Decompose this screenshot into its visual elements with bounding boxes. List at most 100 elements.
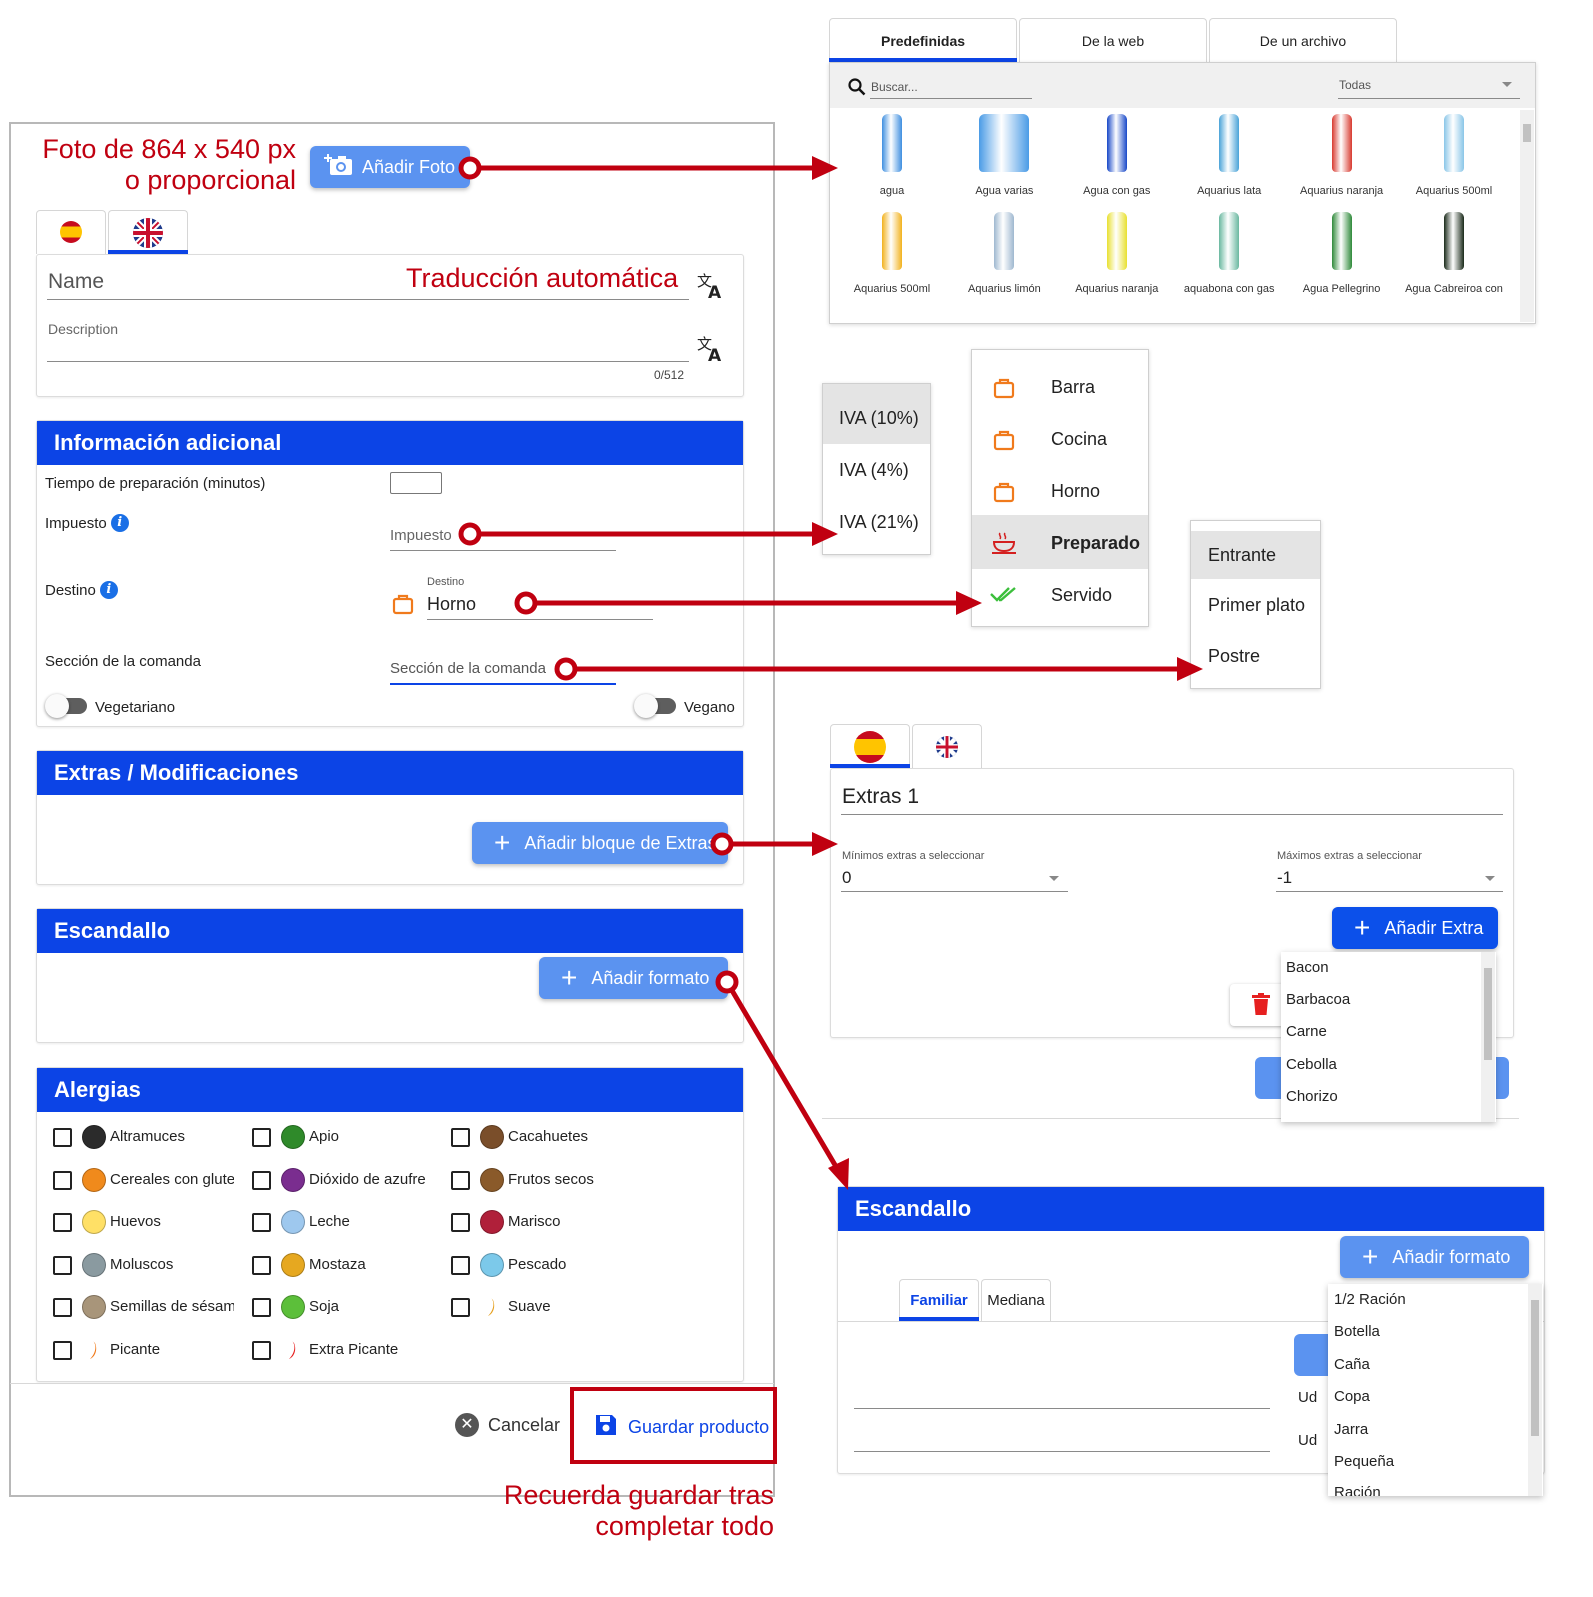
product-image[interactable] <box>1444 212 1464 270</box>
allergen-label: Soja <box>309 1298 340 1316</box>
add-photo-button[interactable]: Añadir Foto <box>310 146 470 188</box>
destination-menu: Barra Cocina Horno Preparado Servido <box>971 349 1149 627</box>
product-image[interactable] <box>1219 212 1240 270</box>
extra-option[interactable]: Cebolla <box>1286 1056 1337 1073</box>
picker-scrollbar[interactable] <box>1520 110 1534 322</box>
allergen-checkbox[interactable] <box>252 1341 271 1360</box>
ingredient-input-2[interactable] <box>854 1451 1270 1452</box>
allergen-checkbox[interactable] <box>252 1255 271 1275</box>
tax-option[interactable]: IVA (21%) <box>839 512 919 532</box>
format-option[interactable]: Ración <box>1334 1484 1381 1496</box>
format-option[interactable]: Copa <box>1334 1388 1370 1405</box>
cancel-button[interactable]: ✕ Cancelar <box>455 1413 560 1437</box>
allergen-checkbox[interactable] <box>451 1255 470 1275</box>
extra-option[interactable]: Bacon <box>1286 959 1329 976</box>
tax-option[interactable]: IVA (10%) <box>839 408 919 428</box>
max-extras-select[interactable]: -1 <box>1277 868 1293 887</box>
allergen-checkbox[interactable] <box>53 1128 72 1147</box>
add-extra-button[interactable]: +Añadir Extra <box>1332 907 1498 949</box>
product-image[interactable] <box>1331 114 1352 172</box>
spain-flag-icon <box>60 221 82 243</box>
product-image[interactable] <box>994 212 1015 270</box>
order-section-select[interactable]: Sección de la comanda <box>390 660 546 677</box>
product-image[interactable] <box>1106 114 1127 172</box>
add-format-button[interactable]: +Añadir formato <box>1340 1236 1529 1278</box>
section-option[interactable]: Entrante <box>1208 545 1277 565</box>
picker-filter-select[interactable]: Todas <box>1339 78 1372 92</box>
destination-option[interactable]: Barra <box>1051 377 1096 397</box>
tab-de-la-web[interactable]: De la web <box>1019 18 1207 62</box>
product-image[interactable] <box>1219 114 1240 172</box>
info-icon[interactable]: i <box>110 514 129 532</box>
destination-option[interactable]: Preparado <box>1051 533 1141 553</box>
allergen-checkbox[interactable] <box>252 1213 271 1233</box>
spain-flag-icon <box>854 731 886 763</box>
product-image[interactable] <box>1444 114 1464 172</box>
tax-menu: IVA (10%) IVA (4%) IVA (21%) <box>822 383 931 555</box>
tab-format-mediana[interactable]: Mediana <box>981 1279 1051 1321</box>
info-icon[interactable]: i <box>99 581 118 599</box>
description-input[interactable]: Description <box>48 321 119 337</box>
allergen-checkbox[interactable] <box>451 1128 470 1147</box>
section-option[interactable]: Primer plato <box>1208 595 1306 615</box>
tax-select[interactable]: Impuesto <box>390 527 452 544</box>
allergen-checkbox[interactable] <box>53 1341 72 1360</box>
allergen-label: Suave <box>508 1298 551 1316</box>
allergen-checkbox[interactable] <box>252 1128 271 1147</box>
tab-predefinidas[interactable]: Predefinidas <box>829 18 1017 62</box>
tab-de-un-archivo[interactable]: De un archivo <box>1209 18 1397 62</box>
destination-option[interactable]: Servido <box>1051 585 1113 605</box>
format-option[interactable]: Jarra <box>1334 1421 1369 1438</box>
format-option[interactable]: Pequeña <box>1334 1453 1395 1470</box>
allergen-checkbox[interactable] <box>451 1298 470 1318</box>
add-format-button[interactable]: +Añadir formato <box>539 957 728 999</box>
section-option[interactable]: Postre <box>1208 646 1261 666</box>
tab-format-familiar[interactable]: Familiar <box>899 1279 979 1321</box>
allergen-icon <box>480 1125 504 1149</box>
allergen-checkbox[interactable] <box>53 1298 72 1318</box>
format-option[interactable]: Botella <box>1334 1323 1380 1340</box>
save-product-button[interactable]: Guardar producto <box>594 1413 769 1442</box>
pot-icon <box>992 376 1016 405</box>
destination-option[interactable]: Horno <box>1051 481 1101 501</box>
vegetarian-toggle[interactable] <box>45 694 87 718</box>
min-extras-select[interactable]: 0 <box>842 868 852 887</box>
add-extras-block-button[interactable]: +Añadir bloque de Extras <box>472 822 728 864</box>
product-name: agua <box>879 185 905 197</box>
allergen-checkbox[interactable] <box>451 1170 470 1190</box>
format-option[interactable]: Caña <box>1334 1356 1370 1373</box>
product-name: Aquarius limón <box>968 283 1041 295</box>
extras-name-underline <box>841 814 1503 815</box>
allergen-checkbox[interactable] <box>53 1213 72 1233</box>
product-image[interactable] <box>882 114 902 172</box>
format-list-scroll-thumb[interactable] <box>1531 1300 1539 1436</box>
max-extras-underline <box>1276 891 1503 892</box>
product-image[interactable] <box>1106 212 1127 270</box>
allergen-checkbox[interactable] <box>53 1255 72 1275</box>
product-image[interactable] <box>979 114 1030 172</box>
extras-list-scroll-thumb[interactable] <box>1484 968 1492 1060</box>
extra-option[interactable]: Carne <box>1286 1023 1327 1040</box>
extra-option[interactable]: Chorizo <box>1286 1088 1338 1105</box>
allergen-checkbox[interactable] <box>252 1298 271 1318</box>
picker-scroll-thumb[interactable] <box>1523 124 1531 142</box>
vegan-toggle[interactable] <box>634 694 676 718</box>
product-name: Aquarius 500ml <box>853 283 931 295</box>
name-input[interactable]: Name <box>48 270 105 293</box>
tax-option[interactable]: IVA (4%) <box>839 460 909 480</box>
extras-block-name-input[interactable]: Extras 1 <box>842 785 920 808</box>
ingredient-input-1[interactable] <box>854 1408 1270 1409</box>
product-image[interactable] <box>1331 212 1352 270</box>
allergen-checkbox[interactable] <box>451 1213 470 1233</box>
extra-option[interactable]: Barbacoa <box>1286 991 1351 1008</box>
prep-time-input[interactable] <box>390 472 442 494</box>
destination-option[interactable]: Cocina <box>1051 429 1108 449</box>
product-image[interactable] <box>882 212 902 270</box>
allergen-checkbox[interactable] <box>252 1170 271 1190</box>
picker-search-input[interactable]: Buscar... <box>871 80 918 94</box>
allergen-checkbox[interactable] <box>53 1170 72 1190</box>
format-option[interactable]: 1/2 Ración <box>1334 1291 1406 1308</box>
destination-select[interactable]: Horno <box>427 594 477 614</box>
